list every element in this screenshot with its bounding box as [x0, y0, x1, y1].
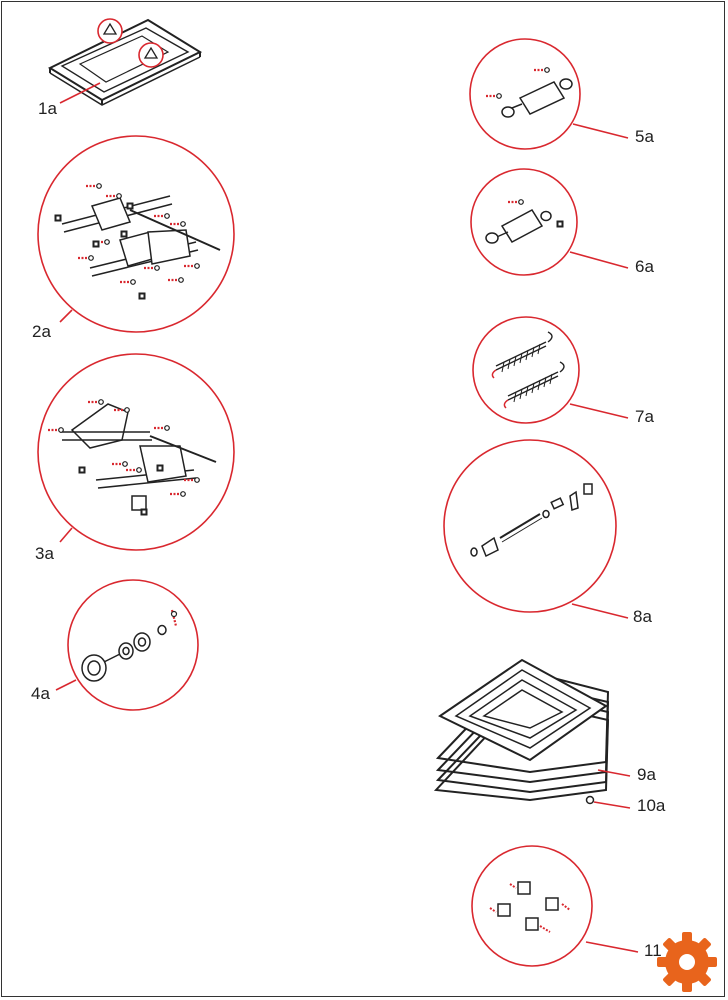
label-7a: 7a: [635, 407, 654, 426]
label-8a: 8a: [633, 607, 652, 626]
label-3a: 3a: [35, 544, 54, 563]
gear-icon: [657, 932, 717, 992]
part-7a-springs: [472, 316, 629, 424]
part-10a-screw: [585, 795, 631, 809]
part-11-buffers: [471, 845, 639, 967]
label-11: 11: [644, 941, 662, 960]
part-5a-shock-absorber: [469, 38, 629, 150]
label-6a: 6a: [635, 257, 654, 276]
part-3a-lower-scissor: [37, 353, 235, 551]
label-4a: 4a: [31, 684, 50, 703]
part-2a-upper-scissor: [37, 135, 235, 333]
label-5a: 5a: [635, 127, 654, 146]
part-1a-frame: [47, 18, 203, 106]
label-9a: 9a: [637, 765, 656, 784]
label-2a: 2a: [32, 322, 51, 341]
part-6a-shock-absorber: [470, 168, 629, 276]
part-4a-adjustment-knob: [55, 579, 199, 711]
label-1a: 1a: [38, 99, 57, 118]
part-9a-bellows: [433, 658, 631, 802]
label-10a: 10a: [637, 796, 666, 815]
part-8a-spindle: [443, 439, 629, 619]
